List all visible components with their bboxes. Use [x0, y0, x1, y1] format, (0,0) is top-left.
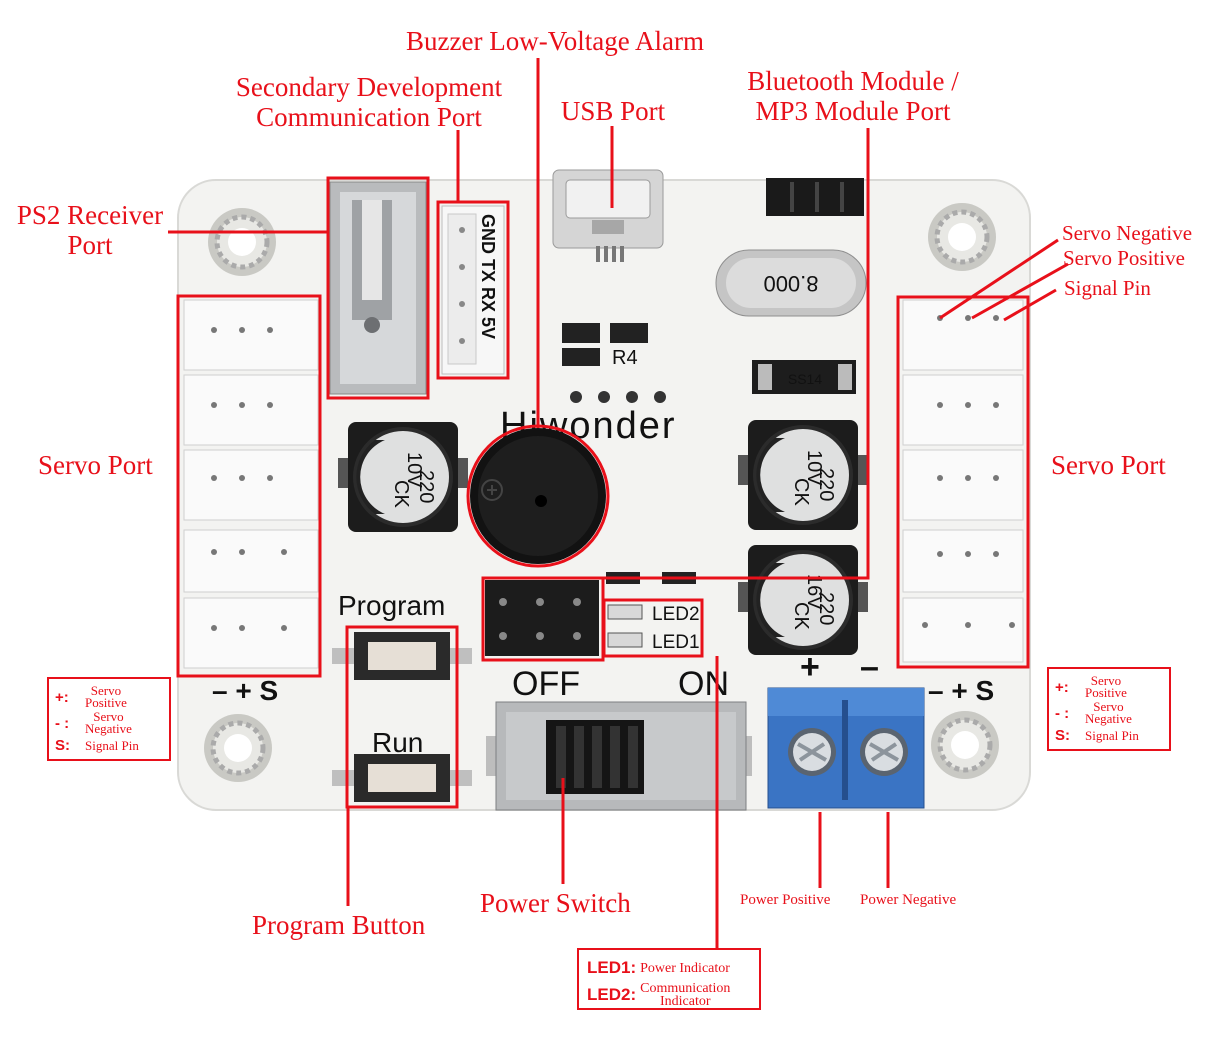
program-tact-button	[332, 632, 472, 680]
led2-key: LED2:	[587, 985, 637, 1004]
label-power-negative: Power Negative	[860, 892, 957, 908]
label-program-button: Program Button	[252, 910, 426, 940]
svg-text:16V: 16V	[803, 574, 825, 610]
legend-minus-line2-right: Negative	[1085, 711, 1132, 726]
svg-text:CK: CK	[790, 602, 812, 630]
label-buzzer: Buzzer Low-Voltage Alarm	[406, 26, 704, 56]
on-silk: ON	[678, 665, 729, 703]
legend-minus-line1: Servo	[93, 709, 124, 724]
power-slide-switch	[486, 701, 752, 811]
off-silk: OFF	[512, 665, 580, 703]
legend-plus-line1: Servo	[90, 683, 122, 698]
label-secondary-line2: Communication Port	[256, 102, 482, 132]
svg-text:10V: 10V	[803, 450, 825, 486]
header-pin-silkscreen: GND TX RX 5V	[478, 214, 498, 339]
capacitor-left: 10V 220 CK	[338, 422, 468, 532]
crystal-oscillator: 8.000	[715, 249, 867, 317]
legend-minus-symbol: - :	[55, 714, 70, 732]
label-usb: USB Port	[560, 96, 666, 126]
label-servo-positive: Servo Positive	[1063, 246, 1185, 270]
label-power-switch: Power Switch	[480, 888, 631, 918]
label-power-positive: Power Positive	[740, 892, 831, 908]
mounting-hole-top-right	[928, 203, 996, 271]
capacitor-right-top: 10V 220 CK	[738, 420, 868, 530]
servo-connectors-left	[183, 299, 319, 669]
legend-plus-line1-right: Servo	[1090, 673, 1122, 688]
run-tact-button	[332, 754, 472, 802]
svg-text:SS14: SS14	[788, 371, 822, 387]
svg-text:CK: CK	[790, 478, 812, 506]
svg-text:220: 220	[815, 592, 837, 625]
led1-value: Power Indicator	[640, 960, 730, 976]
diode: SS14	[752, 360, 856, 394]
legend-plus-symbol-right: +:	[1055, 678, 1069, 696]
terminal-minus-silk: –	[860, 648, 879, 686]
legend-plus-line2: Positive	[85, 695, 127, 710]
program-silk: Program	[338, 590, 445, 621]
svg-text:220: 220	[415, 470, 437, 503]
legend-plus-line2-right: Positive	[1085, 685, 1127, 700]
micro-usb-port	[552, 169, 664, 262]
label-bluetooth-line2: MP3 Module Port	[755, 96, 951, 126]
legend-s-symbol: S:	[55, 737, 70, 754]
svg-text:10V: 10V	[403, 452, 425, 488]
legend-minus-symbol-right: - :	[1055, 704, 1070, 722]
led2-value-line2: Indicator	[659, 994, 711, 1009]
legend-minus-line2: Negative	[85, 721, 132, 736]
legend-s-symbol-right: S:	[1055, 727, 1070, 744]
run-silk: Run	[372, 727, 423, 758]
svg-text:CK: CK	[390, 480, 412, 508]
bluetooth-header	[766, 178, 864, 216]
four-pin-header: GND TX RX 5V	[441, 205, 505, 375]
resistor-group: R4	[562, 323, 648, 369]
capacitor-right-bottom: 16V 220 CK	[738, 545, 868, 655]
label-signal-pin: Signal Pin	[1064, 276, 1151, 300]
svg-text:R4: R4	[612, 347, 638, 369]
mounting-hole-top-left	[208, 208, 276, 276]
legend-s-text-right: Signal Pin	[1085, 727, 1139, 743]
pin-legend-silk-left: – + S	[212, 675, 278, 706]
pin-legend-silk-right: – + S	[928, 675, 994, 706]
buzzer	[470, 428, 606, 564]
label-ps2-line2: Port	[67, 230, 113, 260]
mounting-hole-bottom-left	[204, 714, 272, 782]
ps2-usb-a-port	[329, 181, 427, 395]
legend-plus-symbol: +:	[55, 688, 69, 706]
label-servo-negative: Servo Negative	[1062, 221, 1193, 245]
jumper-pins	[485, 580, 599, 656]
test-pads	[570, 391, 666, 403]
terminal-plus-silk: +	[800, 648, 820, 686]
legend-minus-line1-right: Servo	[1093, 699, 1124, 714]
servo-connectors-right	[902, 299, 1024, 663]
svg-text:LED1: LED1	[652, 632, 700, 653]
svg-text:8.000: 8.000	[763, 271, 818, 296]
led2-value-line1: Communication	[640, 981, 731, 996]
svg-text:LED2: LED2	[652, 604, 700, 625]
legend-s-text: Signal Pin	[85, 737, 139, 753]
mounting-hole-bottom-right	[931, 711, 999, 779]
led-legend-box: LED1: Power Indicator LED2: Communicatio…	[577, 948, 761, 1010]
label-ps2-line1: PS2 Receiver	[16, 200, 164, 230]
leader-lines	[168, 58, 1069, 948]
label-bluetooth-line1: Bluetooth Module /	[747, 66, 959, 96]
power-terminal-block	[767, 687, 925, 809]
label-secondary-line1: Secondary Development	[235, 72, 503, 102]
svg-text:220: 220	[815, 468, 837, 501]
label-servo-port-left: Servo Port	[38, 450, 153, 480]
led1-key: LED1:	[587, 958, 637, 977]
label-servo-port-right: Servo Port	[1051, 450, 1166, 480]
